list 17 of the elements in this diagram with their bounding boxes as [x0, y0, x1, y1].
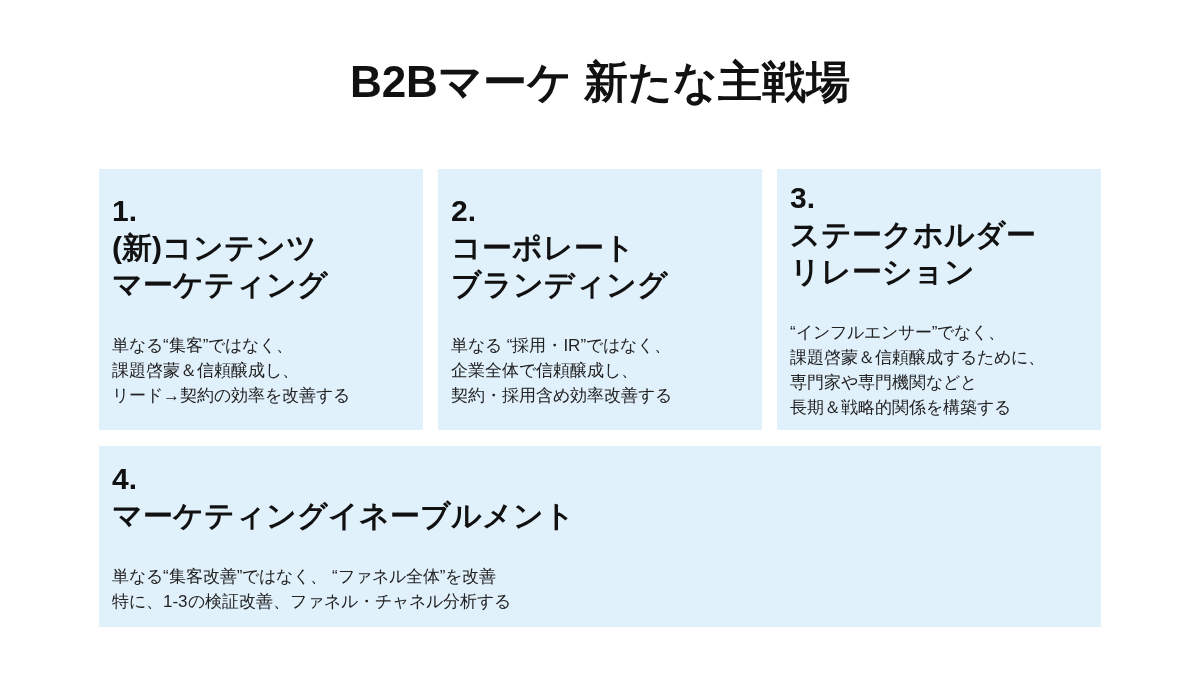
item-number: 4.: [112, 460, 138, 497]
card-description: 単なる“集客改善”ではなく、 “ファネル全体”を改善特に、1-3の検証改善、ファネル・チャネル分析する: [112, 565, 511, 613]
card-heading: (新)コンテンツマーケティング: [112, 229, 328, 303]
item-number: 1.: [112, 192, 138, 229]
item-number: 2.: [451, 192, 477, 229]
item-number: 3.: [790, 180, 816, 216]
category-card: [438, 169, 762, 430]
category-card: [99, 169, 423, 430]
category-card: [99, 446, 1101, 627]
card-heading: コーポレートブランディング: [451, 229, 668, 303]
card-description: “インフルエンサー”でなく、課題啓蒙＆信頼醸成するために、専門家や専門機関などと長期＆戦略的関係を構築する: [790, 322, 1045, 419]
card-description: 単なる “採用・IR”ではなく、企業全体で信頼醸成し、契約・採用含め効率改善する: [451, 334, 672, 407]
category-card: [777, 169, 1101, 430]
card-description: 単なる“集客”ではなく、課題啓蒙＆信頼醸成し、リード→契約の効率を改善する: [112, 334, 350, 407]
card-heading: ステークホルダーリレーション: [790, 217, 1036, 290]
page-title: B2Bマーケ 新たな主戦場: [349, 56, 851, 108]
card-heading: マーケティングイネーブルメント: [112, 497, 575, 534]
